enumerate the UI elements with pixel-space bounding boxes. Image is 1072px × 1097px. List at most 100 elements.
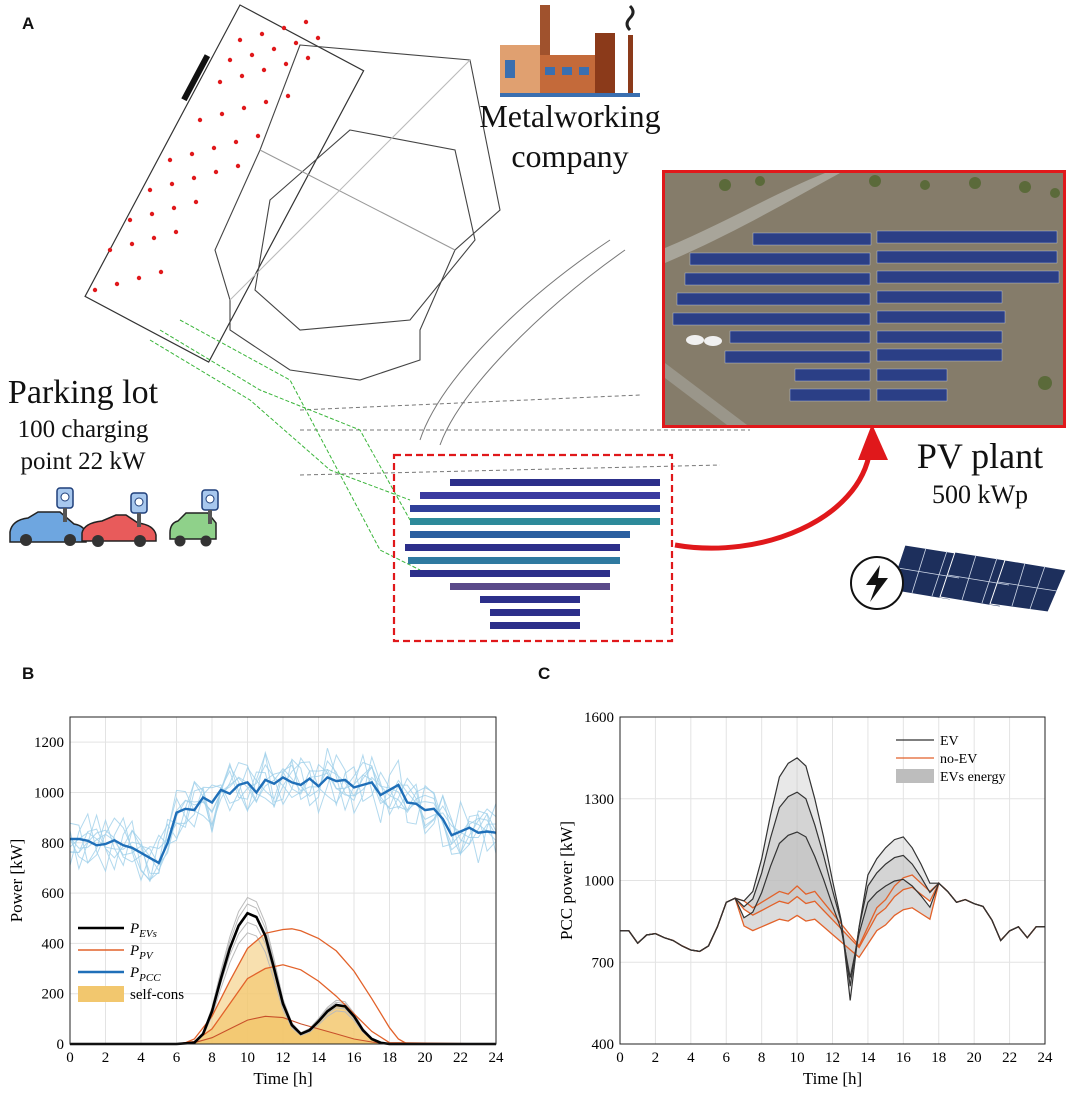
chart-b-pcc-scenario-line bbox=[69, 763, 497, 863]
chart-b-frame bbox=[69, 716, 497, 1045]
chart-b-ytick-label: 1200 bbox=[34, 735, 64, 751]
pv-plan-highlight bbox=[392, 453, 674, 643]
parking-red-dots bbox=[92, 19, 321, 293]
chart-c-ytick-label: 1000 bbox=[584, 874, 614, 890]
chart-b-pv-line bbox=[70, 928, 496, 1045]
car-icon bbox=[81, 514, 157, 547]
chart-c-ev-energy-area-mid bbox=[620, 792, 1045, 987]
lightning-icon bbox=[850, 556, 904, 610]
car-icon bbox=[169, 512, 217, 547]
chart-b-pcc-scenario-line bbox=[69, 759, 497, 883]
pv-plant-label-line1: PV plant bbox=[916, 436, 1044, 476]
chart-b-ev-scenario-line bbox=[70, 932, 496, 1045]
pv-plant-photo bbox=[662, 170, 1066, 428]
chart-c-xtick-label: 16 bbox=[896, 1050, 912, 1066]
chart-b-legend-label: PPV bbox=[129, 943, 154, 962]
parking-lot-outline bbox=[84, 4, 365, 363]
chart-b-ytick-label: 400 bbox=[42, 936, 65, 952]
pv-arrow-head bbox=[858, 424, 888, 460]
chart-c-xtick-label: 0 bbox=[616, 1050, 624, 1066]
chart-b-pcc-scenario-line bbox=[69, 750, 497, 882]
chart-c-xtick-label: 24 bbox=[1038, 1050, 1054, 1066]
chart-c-xtick-label: 10 bbox=[790, 1050, 805, 1066]
chart-c-legend-swatch bbox=[896, 769, 934, 783]
chart-b-xlabel: Time [h] bbox=[253, 1069, 312, 1088]
chart-c-ytick-label: 700 bbox=[592, 955, 615, 971]
chart-b-selfcons-area bbox=[176, 935, 399, 1044]
charger-icon bbox=[130, 492, 148, 527]
parking-label-line3: point 22 kW bbox=[20, 448, 146, 475]
chart-b-legend-swatch bbox=[78, 986, 124, 1002]
chart-b-plot-area bbox=[70, 717, 496, 1044]
charger-icon bbox=[201, 489, 219, 524]
car-icon bbox=[9, 511, 87, 546]
chart-c-ylabel: PCC power [kW] bbox=[557, 821, 576, 940]
chart-b-ylabel: Power [kW] bbox=[7, 839, 26, 923]
chart-c-xtick-label: 18 bbox=[931, 1050, 946, 1066]
pv-plant-label: PV plant 500 kWp bbox=[890, 434, 1070, 512]
chart-b-ytick-label: 800 bbox=[42, 836, 65, 852]
chart-b-legend-label: PPCC bbox=[129, 965, 161, 984]
parking-label-line1: Parking lot bbox=[7, 374, 159, 411]
chart-c-ev-line bbox=[620, 831, 1045, 978]
chart-b-ev-line bbox=[70, 911, 496, 1046]
panel-label-c: C bbox=[538, 664, 551, 683]
chart-c-ev-energy-area-low bbox=[620, 832, 1045, 978]
solar-panel-icon bbox=[889, 544, 1067, 613]
company-label-line2: company bbox=[511, 138, 629, 174]
chart-b-pcc-scenario-line bbox=[69, 761, 497, 881]
chart-c-frame bbox=[619, 716, 1046, 1045]
company-label: Metalworking company bbox=[470, 96, 670, 176]
chart-b-selfcons-area-low bbox=[176, 1016, 399, 1044]
chart-b-pv-line-low bbox=[70, 1015, 496, 1045]
panel-label-a: A bbox=[22, 14, 35, 33]
charger-icon bbox=[56, 487, 74, 522]
chart-c-xtick-label: 4 bbox=[687, 1050, 695, 1066]
factory-building-outline bbox=[214, 44, 501, 381]
chart-c-ev-line bbox=[620, 791, 1045, 987]
chart-b-ytick-label: 0 bbox=[57, 1037, 65, 1053]
chart-c-ytick-label: 1600 bbox=[584, 710, 614, 726]
chart-b-xtick-label: 2 bbox=[102, 1050, 110, 1066]
chart-b-xtick-label: 10 bbox=[240, 1050, 255, 1066]
pv-photo-rows bbox=[672, 230, 1060, 402]
chart-c-xtick-label: 12 bbox=[825, 1050, 840, 1066]
chart-b-ytick-label: 1000 bbox=[34, 785, 64, 801]
chart-b-pcc-scenario-line bbox=[69, 748, 497, 883]
company-label-line1: Metalworking bbox=[479, 98, 661, 134]
chart-b-xtick-label: 8 bbox=[208, 1050, 216, 1066]
chart-b-selfcons-area-mid bbox=[176, 967, 399, 1044]
chart-c-ev-line bbox=[620, 757, 1045, 1001]
chart-b-xtick-label: 18 bbox=[382, 1050, 397, 1066]
chart-b-legend-label: self-cons bbox=[130, 987, 184, 1003]
chart-c-xtick-label: 20 bbox=[967, 1050, 982, 1066]
chart-b-xtick-label: 0 bbox=[66, 1050, 74, 1066]
chart-c-xtick-label: 22 bbox=[1002, 1050, 1017, 1066]
chart-b-xtick-label: 20 bbox=[418, 1050, 433, 1066]
chart-c-ev-energy-area bbox=[620, 757, 1045, 1001]
chart-b-xtick-label: 22 bbox=[453, 1050, 468, 1066]
chart-c-ytick-label: 400 bbox=[592, 1037, 615, 1053]
chart-c-no-ev-line bbox=[620, 874, 1045, 953]
chart-b-ev-scenario-line bbox=[70, 903, 496, 1045]
pv-plan-rows bbox=[405, 479, 660, 629]
chart-b-pcc-scenario-line bbox=[69, 771, 497, 866]
pv-plant-label-line2: 500 kWp bbox=[931, 480, 1029, 509]
panel-label-b: B bbox=[22, 664, 35, 683]
chart-c-legend-label: no-EV bbox=[940, 752, 977, 767]
chart-c-legend-label: EVs energy bbox=[940, 770, 1005, 785]
chart-c-legend-label: EV bbox=[940, 734, 959, 749]
site-plan-drawing bbox=[9, 4, 1067, 643]
chart-b-xtick-label: 6 bbox=[173, 1050, 181, 1066]
chart-c-no-ev-line bbox=[620, 881, 1045, 959]
parking-label: Parking lot 100 charging point 22 kW bbox=[0, 372, 166, 478]
chart-b-ytick-label: 600 bbox=[42, 886, 65, 902]
chart-c-xtick-label: 8 bbox=[758, 1050, 766, 1066]
chart-c-plot-area bbox=[620, 717, 1045, 1044]
chart-c-xtick-label: 6 bbox=[723, 1050, 731, 1066]
road-lines bbox=[299, 239, 750, 476]
chart-b-xtick-label: 16 bbox=[347, 1050, 363, 1066]
chart-b-xtick-label: 14 bbox=[311, 1050, 327, 1066]
chart-b-ev-scenario-line bbox=[70, 896, 496, 1045]
chart-c-xtick-label: 14 bbox=[860, 1050, 876, 1066]
